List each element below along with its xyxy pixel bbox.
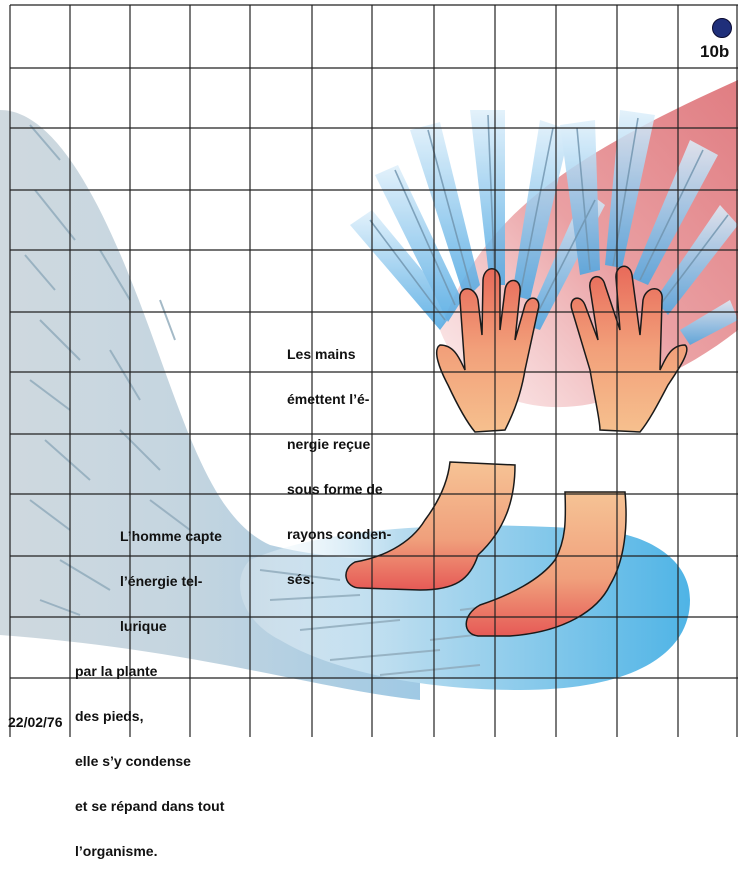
hands-caption: Les mains émettent l’é- nergie reçue sou… [287,317,391,602]
feet-caption-line: L’homme capte [75,529,224,544]
feet-caption-line: lurique [75,619,224,634]
page-number: 10b [700,42,729,62]
feet-caption-line: des pieds, [75,709,224,724]
feet-caption-line: et se répand dans tout [75,799,224,814]
hands-caption-line: émettent l’é- [287,392,391,407]
feet-caption: L’homme capte l’énergie tel- lurique par… [75,499,224,874]
feet-caption-line: par la plante [75,664,224,679]
hands-caption-line: Les mains [287,347,391,362]
hands-caption-line: rayons conden- [287,527,391,542]
feet-caption-line: elle s’y condense [75,754,224,769]
feet-caption-line: l’organisme. [75,844,224,859]
hands-caption-line: sous forme de [287,482,391,497]
page-marker-dot [712,18,732,38]
feet-caption-line: l’énergie tel- [75,574,224,589]
hands-caption-line: sés. [287,572,391,587]
date-stamp: 22/02/76 [8,714,63,730]
hands-caption-line: nergie reçue [287,437,391,452]
